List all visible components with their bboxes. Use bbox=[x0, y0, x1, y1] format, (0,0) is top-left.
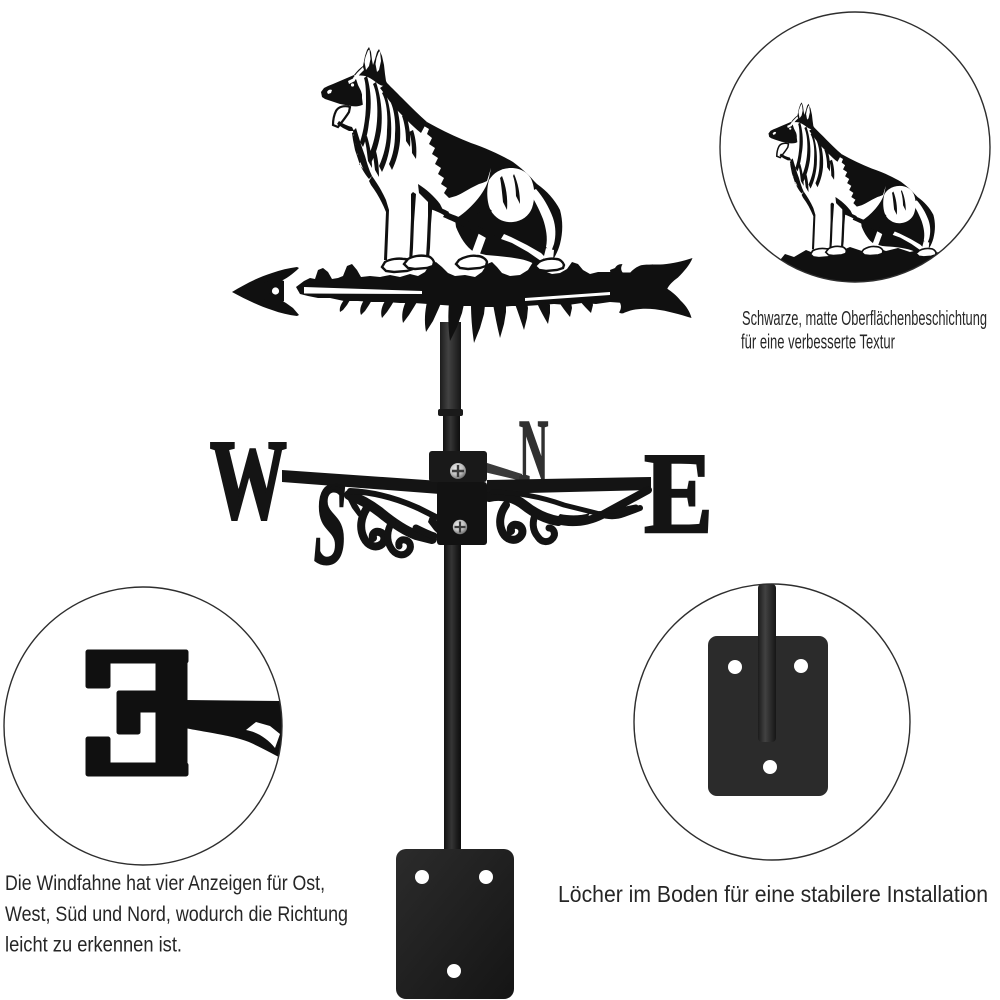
svg-text:West, Süd und Nord, wodurch di: West, Süd und Nord, wodurch die Richtung bbox=[5, 903, 348, 926]
svg-text:leicht zu erkennen ist.: leicht zu erkennen ist. bbox=[5, 934, 182, 957]
svg-text:S: S bbox=[314, 459, 347, 589]
svg-text:E: E bbox=[644, 430, 713, 557]
svg-text:W: W bbox=[210, 417, 287, 542]
svg-text:Die Windfahne hat vier Anzeige: Die Windfahne hat vier Anzeigen für Ost, bbox=[5, 872, 325, 895]
svg-text:Schwarze, matte Oberflächenbes: Schwarze, matte Oberflächenbeschichtung bbox=[742, 308, 987, 330]
svg-text:für eine verbesserte Textur: für eine verbesserte Textur bbox=[741, 332, 895, 354]
svg-text:Löcher im Boden für eine stabi: Löcher im Boden für eine stabilere Insta… bbox=[558, 881, 988, 907]
